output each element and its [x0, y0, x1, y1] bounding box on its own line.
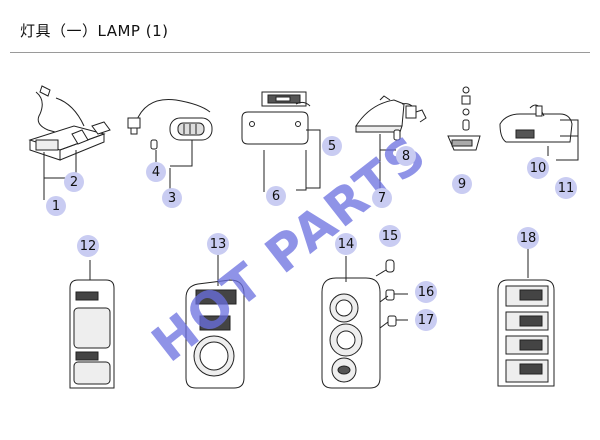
callout-7: 7 — [372, 188, 392, 208]
callout-10: 10 — [527, 157, 549, 179]
tail-lamp-14 — [321, 256, 408, 389]
harness-lamp-assembly — [28, 85, 111, 172]
callout-5: 5 — [322, 136, 342, 156]
svg-text:14: 14 — [338, 237, 355, 252]
license-plate-lamp — [241, 91, 311, 145]
svg-text:9: 9 — [458, 177, 466, 192]
tail-lamp-12 — [69, 260, 115, 389]
svg-text:3: 3 — [168, 191, 176, 206]
callout-4: 4 — [146, 162, 166, 182]
svg-text:7: 7 — [378, 191, 386, 206]
page-title: 灯具（一）LAMP (1) — [20, 22, 169, 40]
callouts: 1 2 3 4 5 6 7 8 9 10 11 12 13 14 15 16 1… — [46, 136, 577, 331]
front-corner-lamp — [499, 104, 573, 143]
callout-18: 18 — [517, 227, 539, 249]
callout-15: 15 — [379, 225, 401, 247]
svg-text:5: 5 — [328, 139, 336, 154]
svg-text:2: 2 — [70, 175, 78, 190]
tail-lamp-18 — [497, 246, 555, 387]
callout-3: 3 — [162, 188, 182, 208]
watermark-text: HOT PARTS — [141, 124, 438, 373]
svg-text:1: 1 — [52, 199, 60, 214]
svg-text:4: 4 — [152, 165, 160, 180]
svg-text:16: 16 — [418, 285, 435, 300]
svg-text:6: 6 — [272, 189, 280, 204]
callout-2: 2 — [64, 172, 84, 192]
callout-1: 1 — [46, 196, 66, 216]
svg-text:17: 17 — [418, 313, 435, 328]
callout-16: 16 — [415, 281, 437, 303]
tail-lamp-13 — [185, 254, 245, 389]
corner-lamp-small — [447, 86, 481, 151]
callout-14: 14 — [335, 233, 357, 255]
callout-17: 17 — [415, 309, 437, 331]
svg-text:18: 18 — [520, 231, 537, 246]
callout-11: 11 — [555, 177, 577, 199]
svg-text:11: 11 — [558, 181, 575, 196]
svg-text:15: 15 — [382, 229, 399, 244]
svg-text:10: 10 — [530, 161, 547, 176]
title-rule — [10, 52, 590, 53]
callout-6: 6 — [266, 186, 286, 206]
side-marker-lamp — [127, 98, 213, 150]
callout-8: 8 — [396, 146, 416, 166]
callout-9: 9 — [452, 174, 472, 194]
callout-12: 12 — [77, 235, 99, 257]
callout-13: 13 — [207, 233, 229, 255]
svg-text:8: 8 — [402, 149, 410, 164]
roof-lamp — [355, 95, 427, 141]
svg-text:13: 13 — [210, 237, 227, 252]
svg-text:12: 12 — [80, 239, 97, 254]
